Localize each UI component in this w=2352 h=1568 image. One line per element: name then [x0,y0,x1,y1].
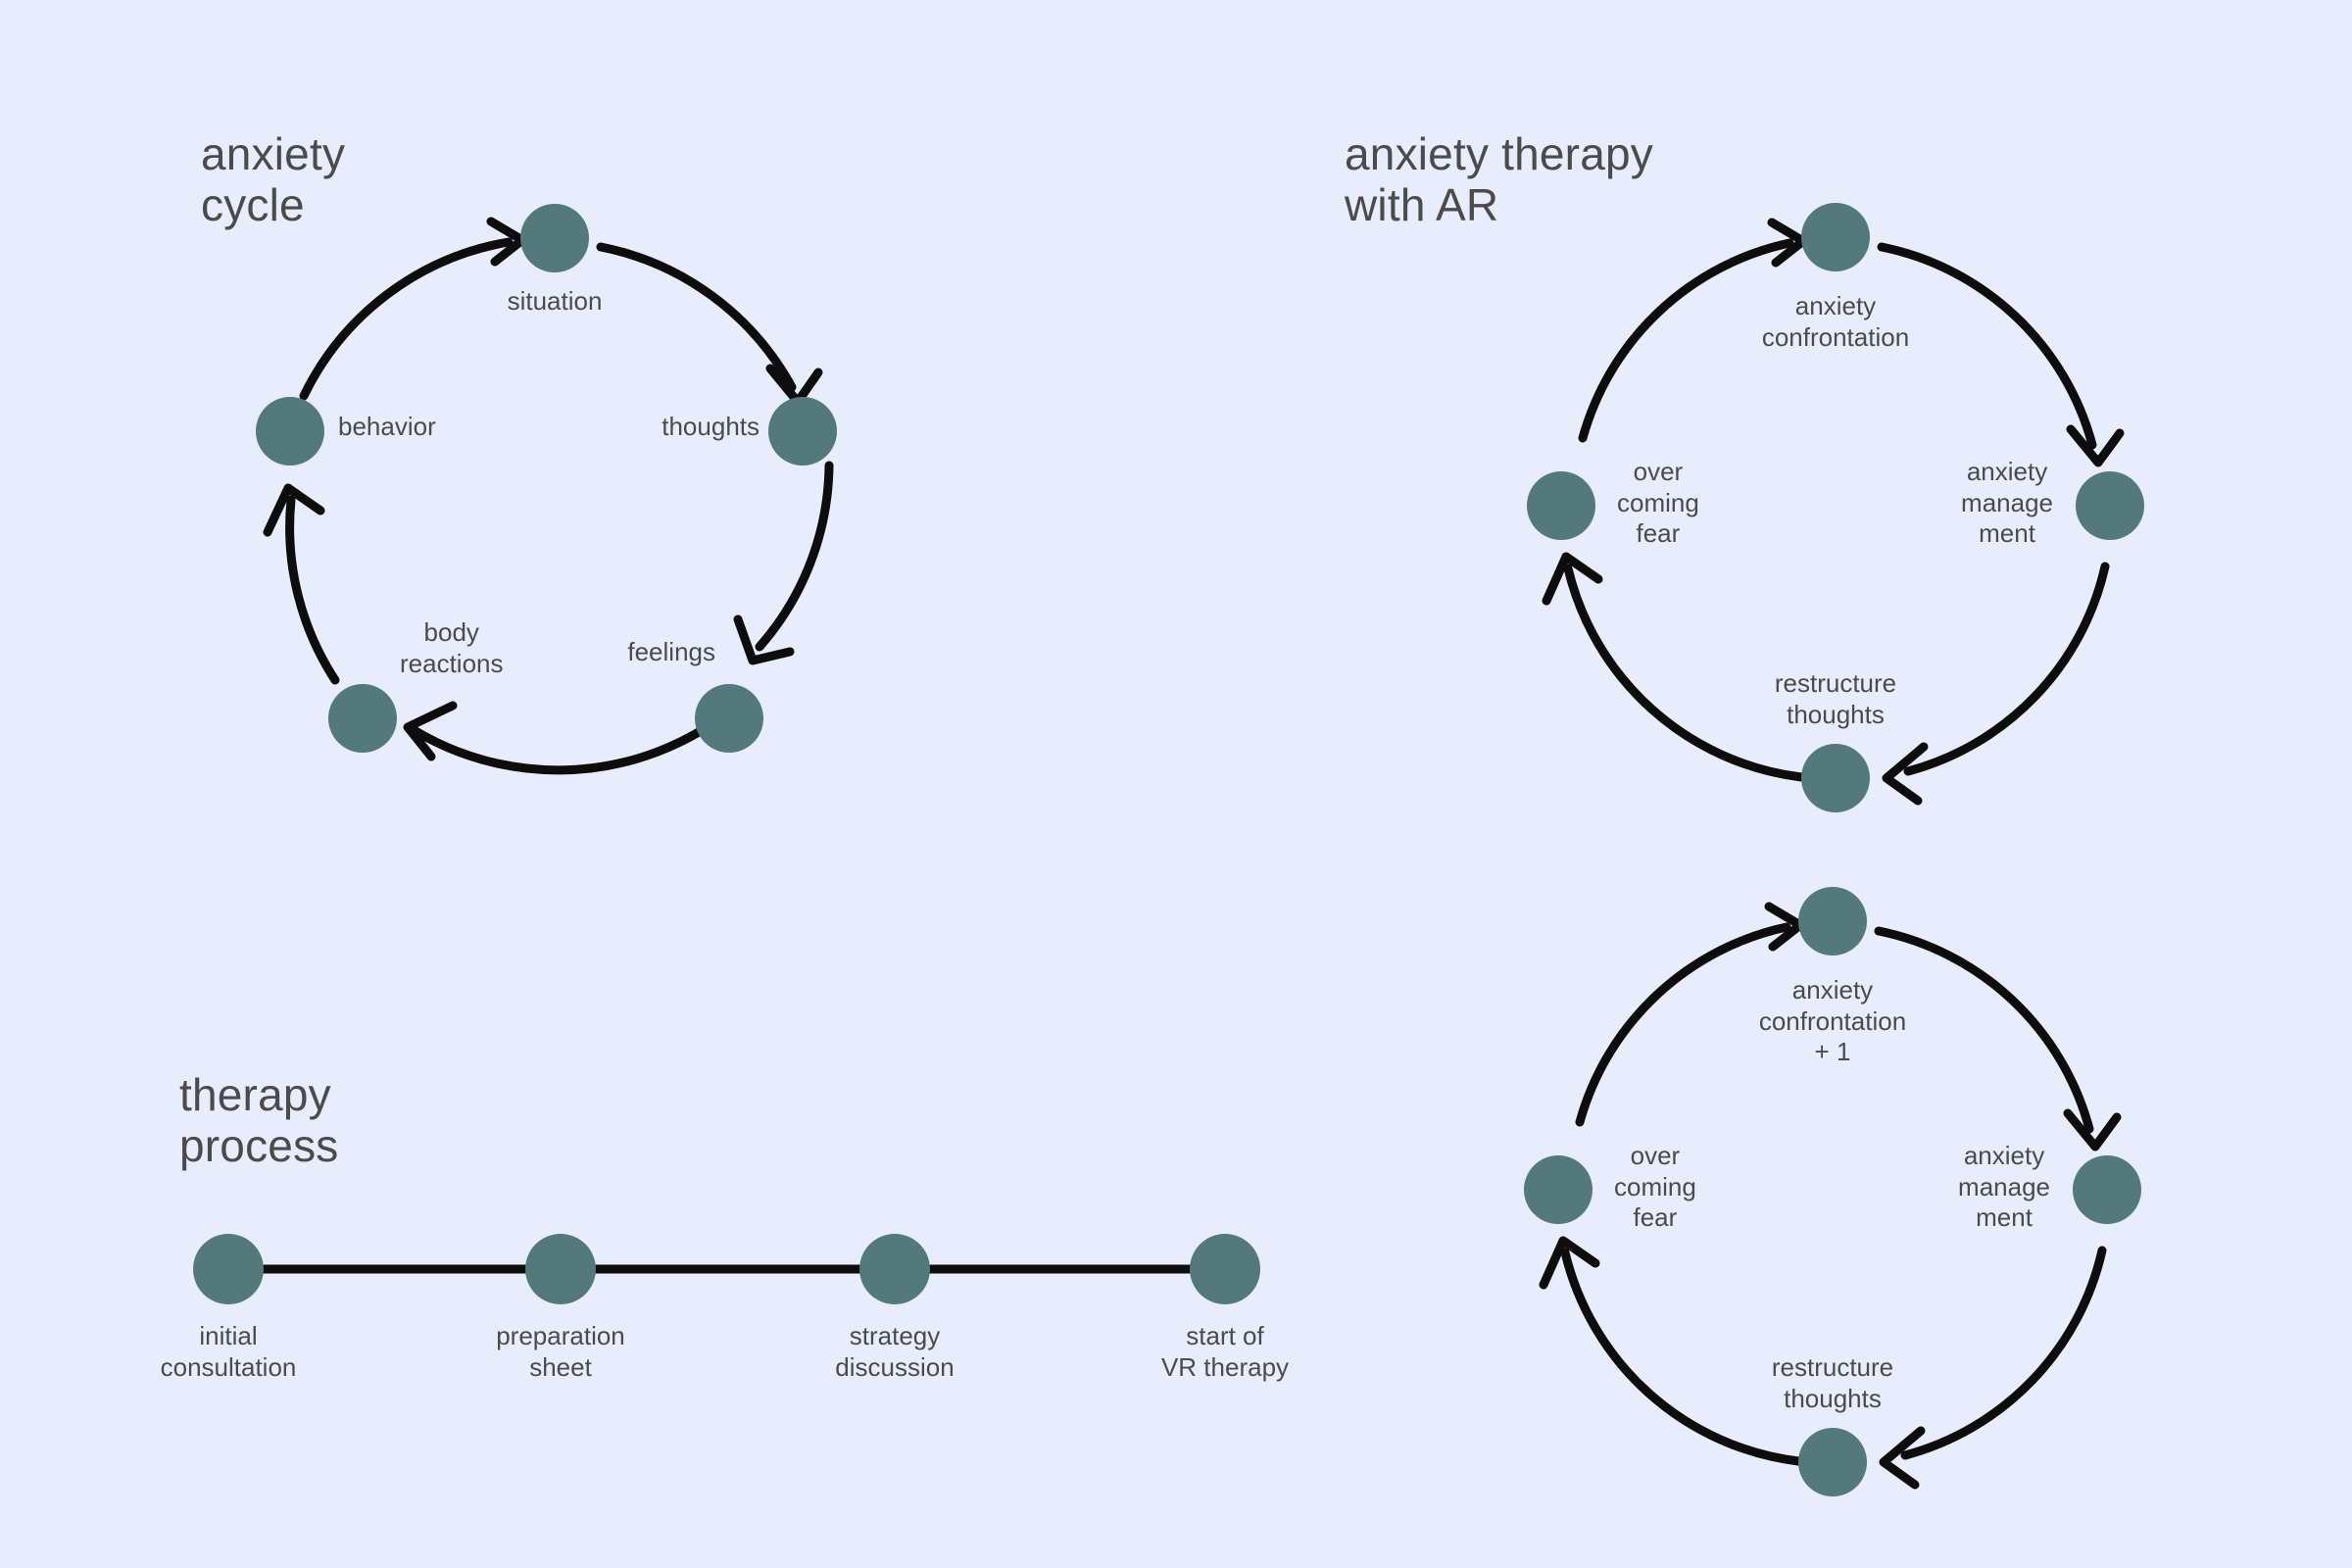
arrowhead-to-restructure [1882,742,1929,806]
label-body-reactions: body reactions [400,617,504,678]
panel-title-anxiety-therapy-with-ar: anxiety therapy with AR [1345,128,1653,230]
label-overcoming-fear-2: over coming fear [1614,1141,1696,1233]
label-strategy-discussion: strategy discussion [835,1321,955,1382]
arrowhead-to-behavior [263,483,325,537]
panel-title-anxiety-cycle: anxiety cycle [201,128,346,230]
label-initial-consultation: initial consultation [160,1321,297,1382]
arc-behavior-to-situation [299,237,514,401]
arc-management-to-restructure [1903,562,2110,776]
label-behavior: behavior [338,412,436,441]
arc-situation-to-thoughts [596,242,797,392]
node-anxiety-management-2[interactable] [2073,1155,2141,1224]
label-anxiety-management: anxiety manage ment [1961,457,2053,549]
label-anxiety-management-2: anxiety manage ment [1958,1141,2050,1233]
arc-confrontation-to-management [1877,242,2097,450]
node-anxiety-confrontation-plus-1[interactable] [1798,887,1867,956]
arc-management-to-restructure-2 [1900,1246,2107,1460]
label-overcoming-fear: over coming fear [1617,457,1699,549]
arc-confrontation-to-management-2 [1874,926,2094,1134]
node-restructure-thoughts-2[interactable] [1798,1428,1867,1496]
node-feelings[interactable] [695,684,763,753]
arc-fear-to-confrontation-2 [1575,922,1791,1127]
arrowhead-to-feelings [733,614,795,665]
label-feelings: feelings [627,637,715,666]
anxiety-cycle-nodes [256,204,837,753]
arrowhead-to-management [2066,424,2125,467]
label-restructure-thoughts-2: restructure thoughts [1771,1352,1894,1413]
node-thoughts[interactable] [768,397,837,466]
ar-therapy-cycle-arcs [1542,218,2125,806]
arrowhead-to-body-reactions [403,701,458,761]
panel-title-therapy-process: therapy process [179,1069,339,1171]
label-thoughts: thoughts [662,412,760,441]
anxiety-cycle-arcs [263,217,834,775]
arc-body-reactions-to-behavior [285,495,340,685]
node-initial-consultation[interactable] [193,1234,264,1304]
arc-restructure-to-fear [1563,564,1806,782]
therapy-process-timeline [193,1234,1260,1304]
node-overcoming-fear-2[interactable] [1524,1155,1592,1224]
node-behavior[interactable] [256,397,324,466]
label-anxiety-confrontation: anxiety confrontation [1761,291,1910,352]
label-situation: situation [507,286,603,316]
label-preparation-sheet: preparation sheet [496,1321,625,1382]
node-anxiety-confrontation[interactable] [1801,203,1870,271]
arc-thoughts-to-feelings [755,461,834,652]
node-strategy-discussion[interactable] [859,1234,930,1304]
ar-therapy-repeat-cycle-nodes [1524,887,2141,1496]
arrowhead-to-fear-2 [1539,1236,1600,1290]
node-preparation-sheet[interactable] [525,1234,596,1304]
arrowhead-to-fear [1542,552,1603,606]
node-restructure-thoughts[interactable] [1801,744,1870,812]
node-anxiety-management[interactable] [2076,471,2144,540]
arrowhead-to-management-2 [2063,1108,2122,1152]
arc-fear-to-confrontation [1578,238,1794,443]
node-body-reactions[interactable] [328,684,397,753]
label-restructure-thoughts: restructure thoughts [1774,668,1897,729]
label-start-of-vr-therapy: start of VR therapy [1160,1321,1290,1382]
node-start-of-vr-therapy[interactable] [1190,1234,1260,1304]
arc-restructure-to-fear-2 [1560,1248,1803,1466]
arc-feelings-to-body-reactions [411,724,709,775]
node-overcoming-fear[interactable] [1527,471,1595,540]
label-anxiety-confrontation-plus-1: anxiety confrontation + 1 [1758,975,1907,1067]
ar-therapy-cycle-nodes [1527,203,2144,812]
ar-therapy-repeat-cycle-arcs [1539,902,2122,1490]
arrowhead-to-restructure-2 [1879,1426,1926,1490]
node-situation[interactable] [520,204,589,272]
